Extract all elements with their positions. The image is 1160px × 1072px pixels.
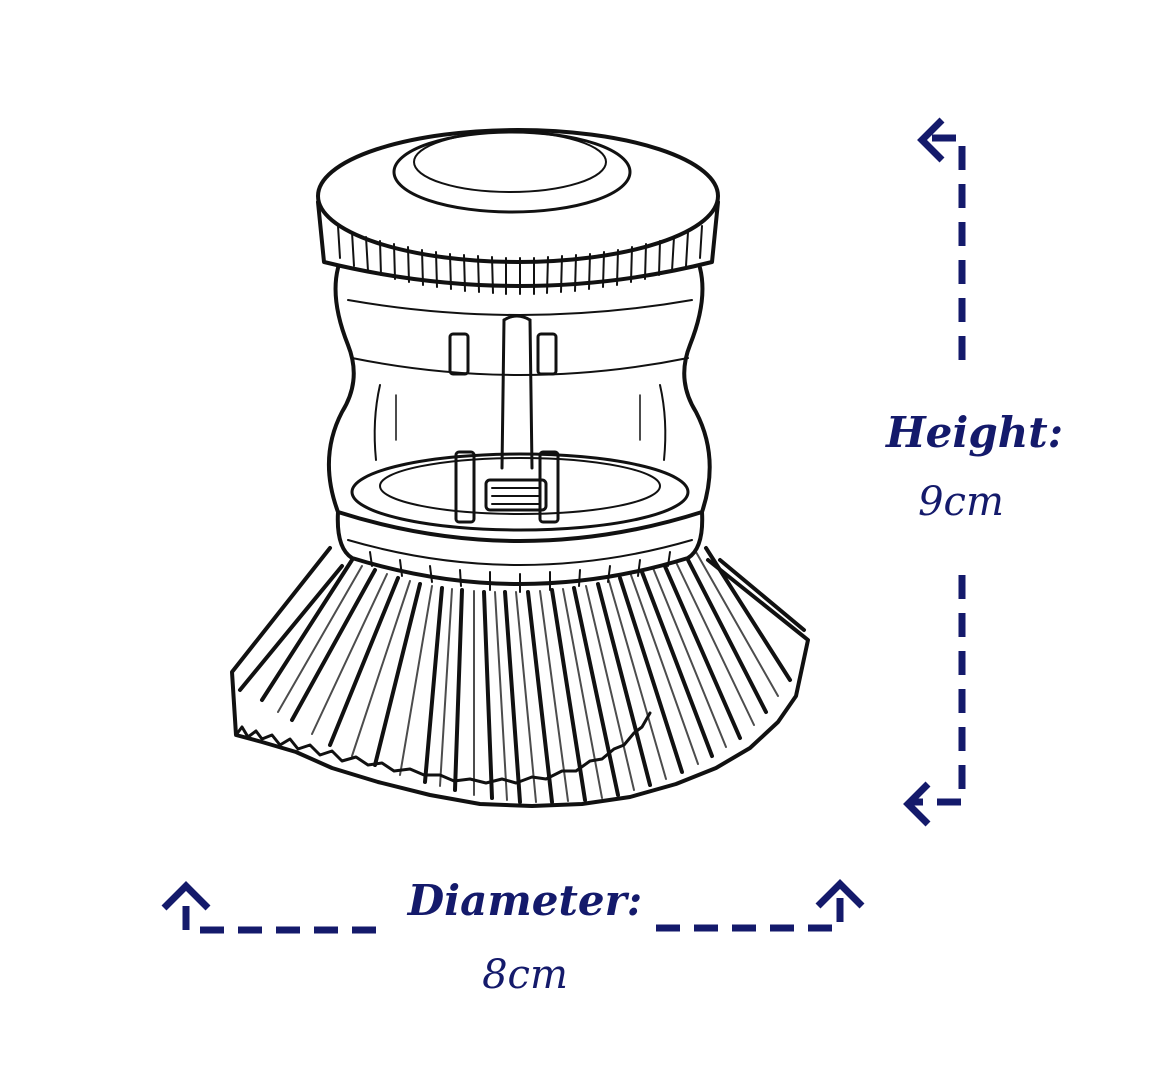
pot-brush-icon (230, 128, 810, 808)
diameter-label: Diameter: (407, 876, 643, 925)
height-value: 9cm (918, 479, 1004, 525)
brush-bristles (230, 546, 810, 808)
brush-cap (316, 128, 720, 295)
diameter-arrow (161, 879, 865, 934)
diameter-value: 8cm (482, 952, 568, 998)
brush-body (326, 266, 712, 543)
height-arrow (903, 117, 966, 827)
dashed-arrow-icon (903, 117, 966, 827)
dashed-arrow-icon (161, 879, 865, 934)
height-label: Height: (886, 408, 1064, 457)
